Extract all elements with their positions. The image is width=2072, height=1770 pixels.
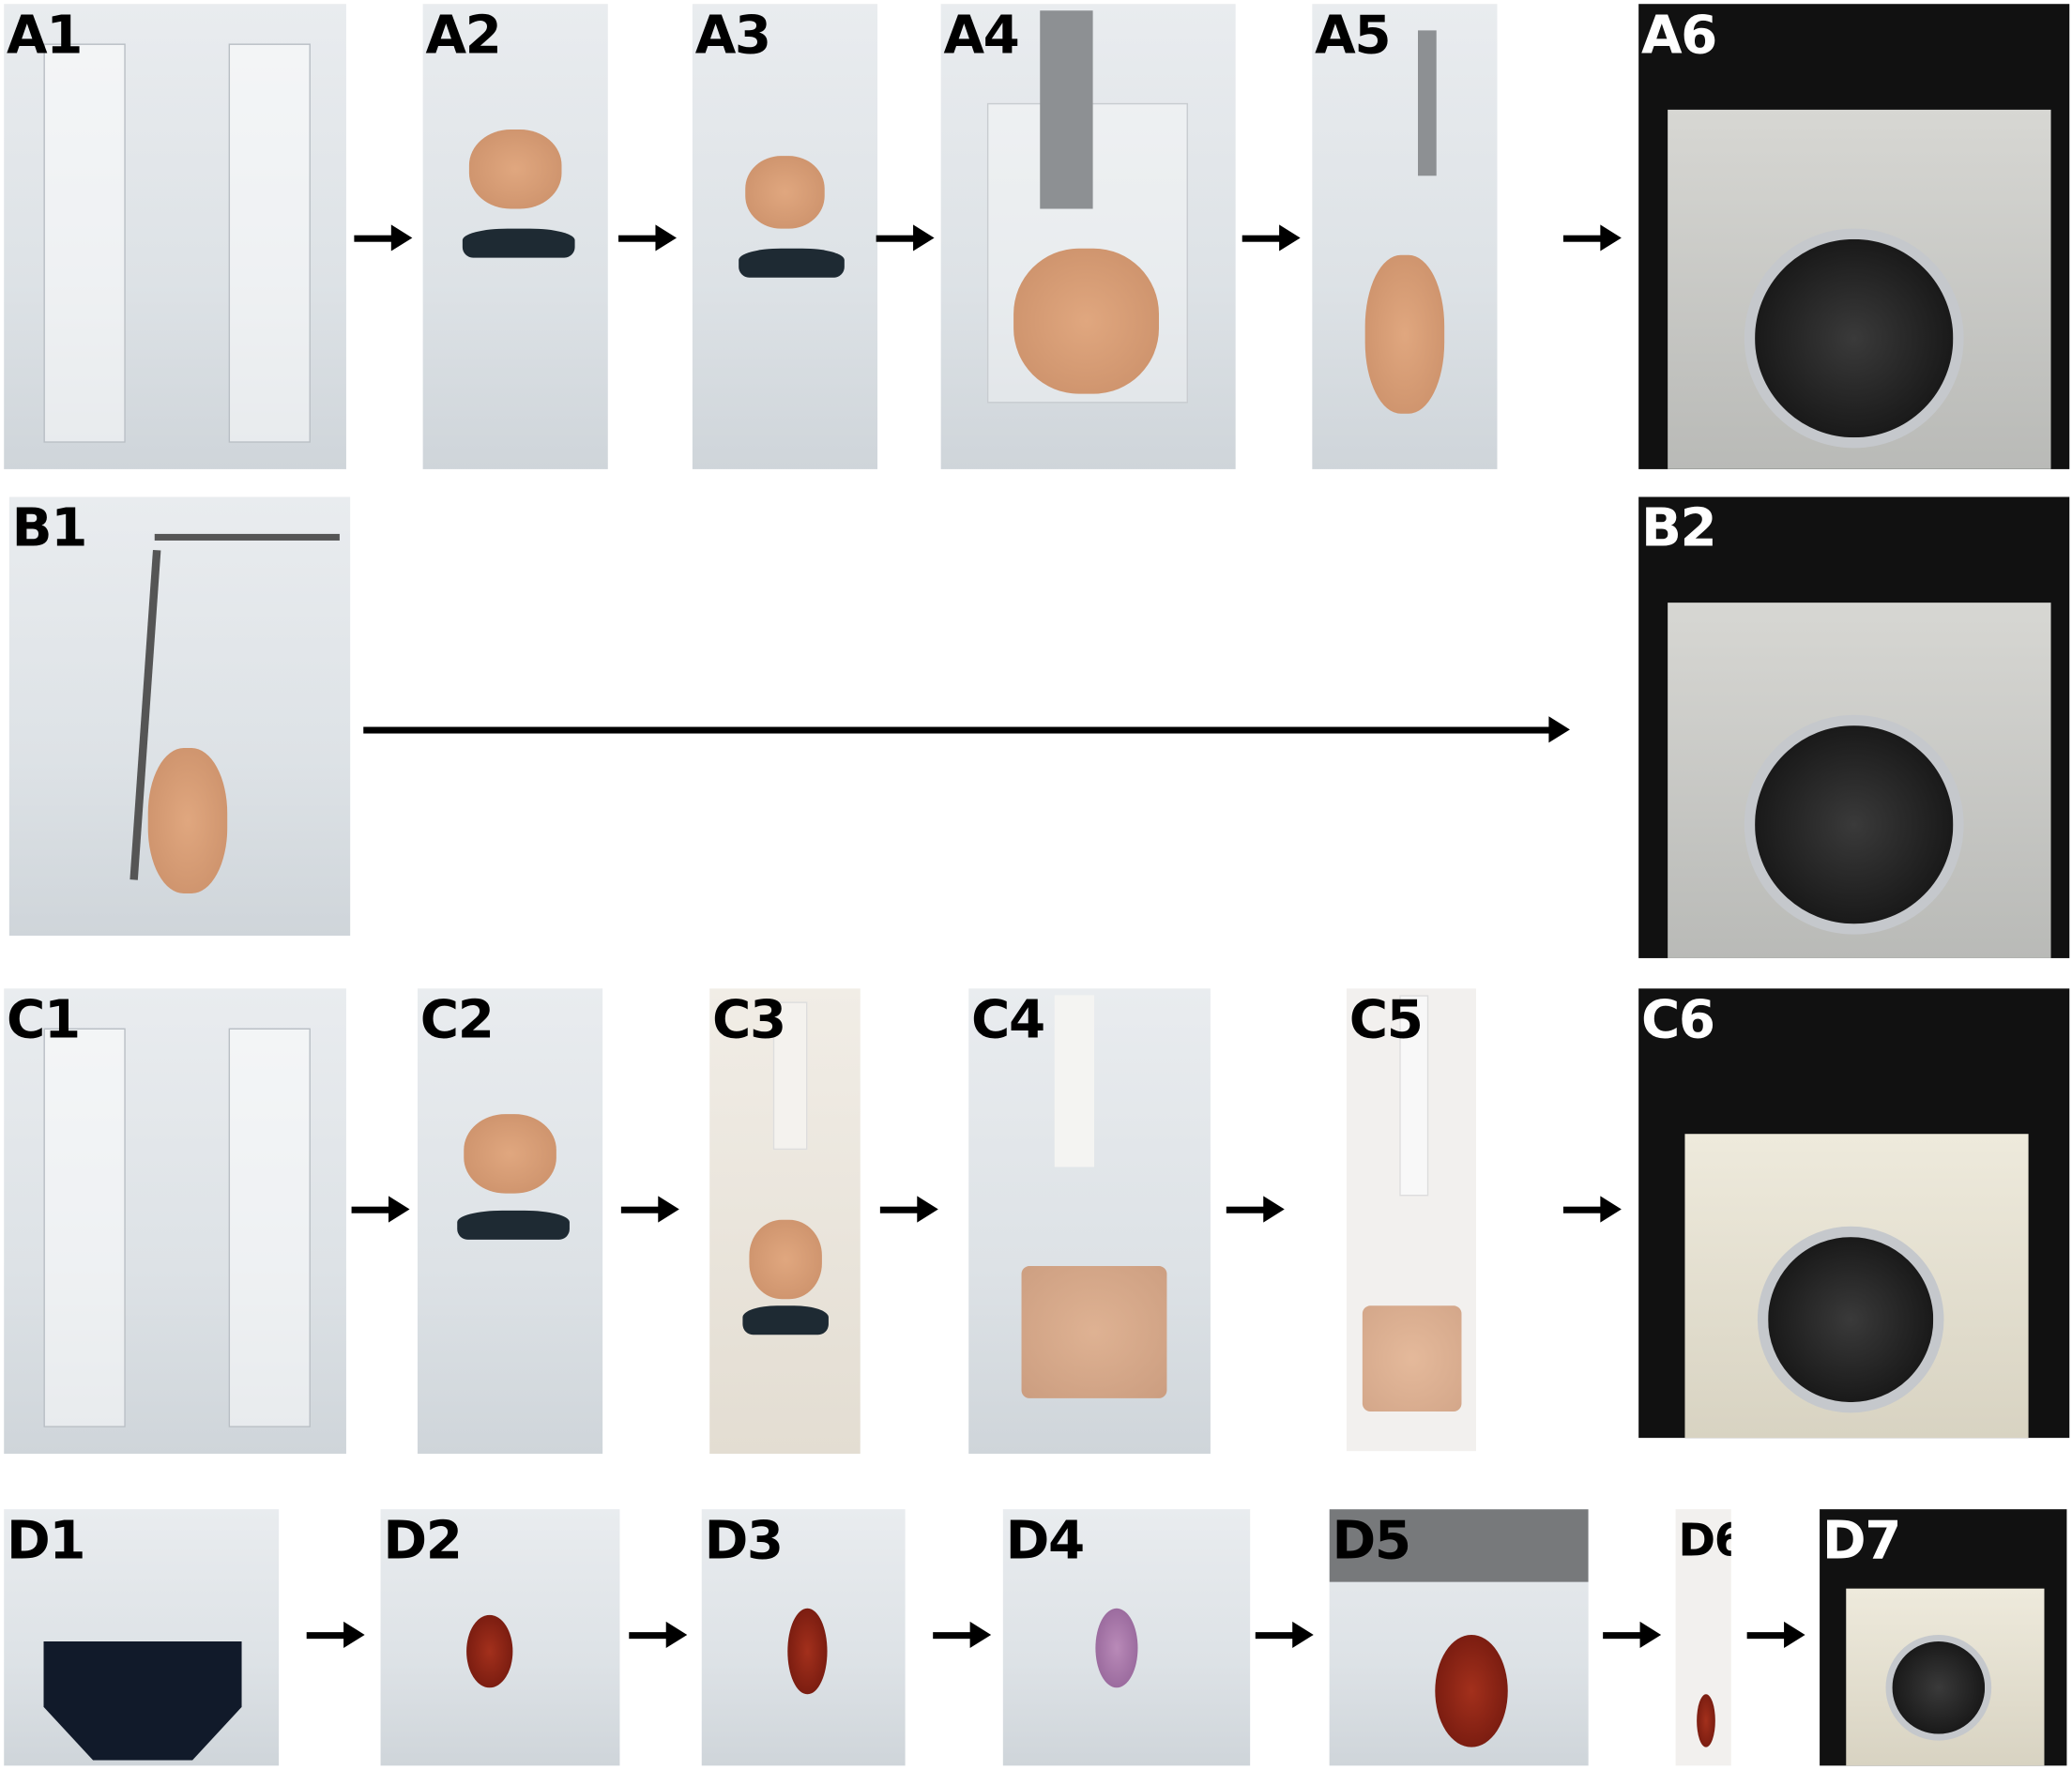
panel-label: A3 (694, 5, 771, 67)
panel-label: A5 (1315, 5, 1391, 67)
panel-a1: A1 (4, 4, 346, 469)
panel-label: A1 (7, 5, 83, 67)
panel-a4: A4 (940, 4, 1236, 469)
mount-pin (772, 1001, 808, 1151)
arrow-right-icon (629, 1621, 688, 1649)
panel-label: C6 (1640, 989, 1715, 1051)
mount-pin (1417, 30, 1437, 176)
panel-b1: B1 (8, 496, 351, 937)
panel-c3: C3 (709, 988, 861, 1455)
arrow-right-icon (1603, 1621, 1662, 1649)
panel-label: A4 (943, 5, 1019, 67)
panel-a2: A2 (422, 4, 608, 469)
panel-label: D2 (383, 1510, 463, 1572)
chamber-window (1744, 714, 1964, 935)
mount-pin (1040, 10, 1093, 209)
arrow-right-icon (1226, 1196, 1285, 1223)
arrow-right-icon (1746, 1621, 1805, 1649)
arrow-right-icon (1255, 1621, 1314, 1649)
arrow-right-icon (363, 716, 1570, 743)
plunger (739, 248, 845, 278)
panel-label: C2 (419, 989, 495, 1051)
syringe (43, 1028, 126, 1427)
kidney-tissue (1095, 1608, 1138, 1688)
kidney-tissue (466, 1614, 513, 1688)
arrow-right-icon (620, 1196, 679, 1223)
panel-label: B1 (11, 497, 88, 559)
chamber-window (1885, 1634, 1992, 1741)
arrow-right-icon (879, 1196, 938, 1223)
panel-c4: C4 (968, 988, 1211, 1455)
tissue (749, 1219, 822, 1300)
panel-c5: C5 (1346, 988, 1476, 1452)
tissue (745, 156, 825, 229)
tissue (464, 1114, 556, 1194)
panel-d3: D3 (701, 1509, 906, 1766)
panel-label: A6 (1640, 5, 1717, 67)
syringe (228, 43, 311, 443)
panel-c6: C6 (1638, 988, 2070, 1439)
panel-d7: D7 (1820, 1509, 2067, 1766)
chamber-window (1757, 1226, 1944, 1413)
arrow-right-icon (933, 1621, 992, 1649)
tissue (147, 748, 228, 893)
panel-label: D5 (1332, 1510, 1411, 1572)
arrow-right-icon (354, 224, 413, 252)
panel-a3: A3 (692, 4, 878, 469)
tissue (1021, 1266, 1167, 1398)
tissue (468, 130, 562, 209)
panel-a6: A6 (1638, 4, 2070, 469)
arrow-right-icon (876, 224, 935, 252)
panel-label: A2 (425, 5, 501, 67)
chamber-window (1744, 228, 1964, 449)
arrow-right-icon (1242, 224, 1301, 252)
panel-label: D7 (1821, 1510, 1902, 1572)
panel-a5: A5 (1312, 4, 1498, 469)
panel-b2: B2 (1638, 496, 2070, 958)
panel-d4: D4 (1002, 1509, 1251, 1766)
plunger (462, 228, 575, 258)
syringe (228, 1028, 311, 1427)
panel-label: D1 (7, 1510, 86, 1572)
panel-label: D6 (1678, 1514, 1730, 1568)
panel-d6: D6 (1675, 1509, 1731, 1766)
arrow-right-icon (618, 224, 677, 252)
kidney-tissue (787, 1608, 828, 1695)
arrow-right-icon (351, 1196, 410, 1223)
tissue (1362, 1305, 1462, 1411)
panel-c2: C2 (417, 988, 603, 1455)
kidney-tissue (1435, 1634, 1508, 1747)
panel-d1: D1 (4, 1509, 280, 1766)
embedding-mold (43, 1640, 242, 1761)
panel-c1: C1 (4, 988, 346, 1455)
panel-label: D3 (704, 1510, 785, 1572)
plunger (742, 1305, 829, 1335)
panel-label: B2 (1640, 497, 1717, 559)
tissue (1013, 248, 1159, 394)
mount-pin (1054, 995, 1094, 1167)
tissue (1364, 254, 1445, 414)
arrow-right-icon (1562, 1196, 1622, 1223)
panel-label: C3 (712, 989, 786, 1051)
syringe (43, 43, 126, 443)
arrow-right-icon (306, 1621, 365, 1649)
kidney-tissue (1697, 1694, 1715, 1747)
holder-bar (154, 533, 340, 541)
panel-label: D4 (1005, 1510, 1086, 1572)
panel-label: C1 (7, 989, 81, 1051)
mount-pin (1399, 995, 1429, 1197)
panel-d5: D5 (1329, 1509, 1589, 1766)
block-holder (1329, 1509, 1589, 1582)
arrow-right-icon (1562, 224, 1622, 252)
panel-label: C4 (971, 989, 1045, 1051)
panel-d2: D2 (380, 1509, 620, 1766)
plunger (457, 1210, 570, 1240)
panel-label: C5 (1348, 989, 1424, 1051)
